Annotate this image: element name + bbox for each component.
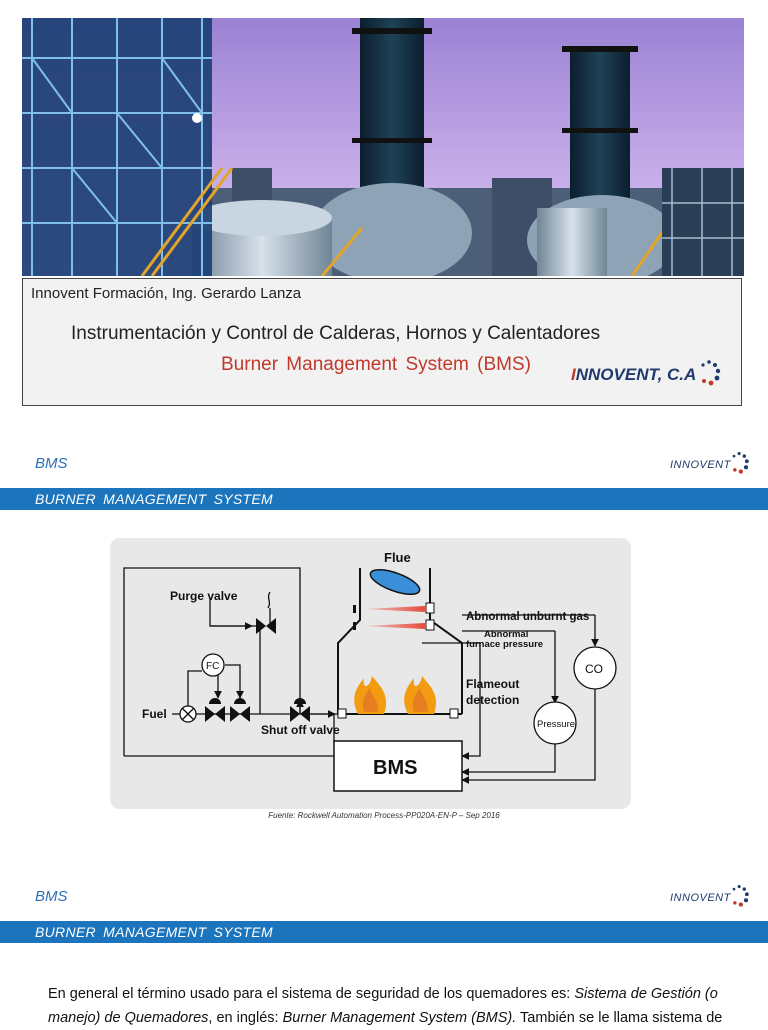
bms-diagram: Flue: [123, 550, 617, 792]
label-fuel: Fuel: [142, 707, 167, 721]
slide2-band-title: BURNER MANAGEMENT SYSTEM: [35, 491, 273, 507]
slide2-brand: INNOVENT: [670, 459, 731, 471]
label-bms: BMS: [373, 757, 417, 779]
para-italic-1: Sistema de Gestión (o manejo) de Quemado…: [48, 986, 718, 1026]
label-abnormal-unburnt-gas: Abnormal unburnt gas: [466, 611, 589, 623]
para-text-3: También se le llama sistema de: [516, 1010, 723, 1026]
para-text-2: , en inglés:: [208, 1010, 283, 1026]
logo-first-letter: I: [571, 365, 576, 384]
label-pressure: Pressure: [537, 719, 575, 730]
author-line: Innovent Formación, Ing. Gerardo Lanza: [31, 285, 302, 302]
pressure-transmitter: [533, 701, 577, 745]
diagram-source: Fuente: Rockwell Automation Process-PP02…: [268, 811, 500, 820]
co-analyzer: [573, 646, 617, 690]
para-italic-2: Burner Management System (BMS).: [282, 1010, 517, 1026]
slide3-bms-label: BMS: [35, 888, 68, 905]
slide3-paragraph: En general el término usado para el sist…: [48, 982, 738, 1030]
title-box: Innovent Formación, Ing. Gerardo Lanza I…: [22, 278, 742, 406]
bms-box: [333, 740, 463, 792]
course-title: Instrumentación y Control de Calderas, H…: [71, 323, 601, 344]
sensor-beams: [353, 602, 435, 631]
label-flue: Flue: [384, 550, 411, 565]
flame-icons: [354, 676, 437, 714]
label-shut-off-valve: Shut off valve: [261, 723, 340, 737]
label-detection: detection: [466, 693, 519, 707]
label-flameout: Flameout: [466, 677, 519, 691]
innovent-logo-icon: [732, 885, 749, 907]
innovent-logo-text: INNOVENT, C.A: [571, 365, 696, 385]
label-fc: FC: [206, 661, 219, 672]
fc-controller: [201, 653, 225, 677]
slide2-title-band: BURNER MANAGEMENT SYSTEM: [0, 488, 768, 510]
innovent-logo-icon: [732, 452, 749, 474]
slide2-bms-label: BMS: [35, 455, 68, 472]
innovent-logo-icon: [701, 360, 721, 386]
slide3-brand: INNOVENT: [670, 892, 731, 904]
bms-subtitle: Burner Management System (BMS): [221, 354, 531, 375]
flue-damper: [369, 568, 421, 596]
label-abnormal: Abnormal: [484, 629, 528, 640]
logo-rest: NNOVENT, C.A: [575, 365, 697, 384]
para-text-1: En general el término usado para el sist…: [48, 986, 575, 1002]
refinery-hero-image: [22, 18, 744, 276]
slide3-band-title: BURNER MANAGEMENT SYSTEM: [35, 924, 273, 940]
label-furnace-pressure: furnace pressure: [466, 639, 543, 650]
fuel-meter-icon: [179, 705, 197, 723]
slide3-title-band: BURNER MANAGEMENT SYSTEM: [0, 921, 768, 943]
valves: [205, 591, 310, 722]
label-purge-valve: Purge valve: [170, 589, 238, 603]
label-co: CO: [585, 662, 603, 676]
